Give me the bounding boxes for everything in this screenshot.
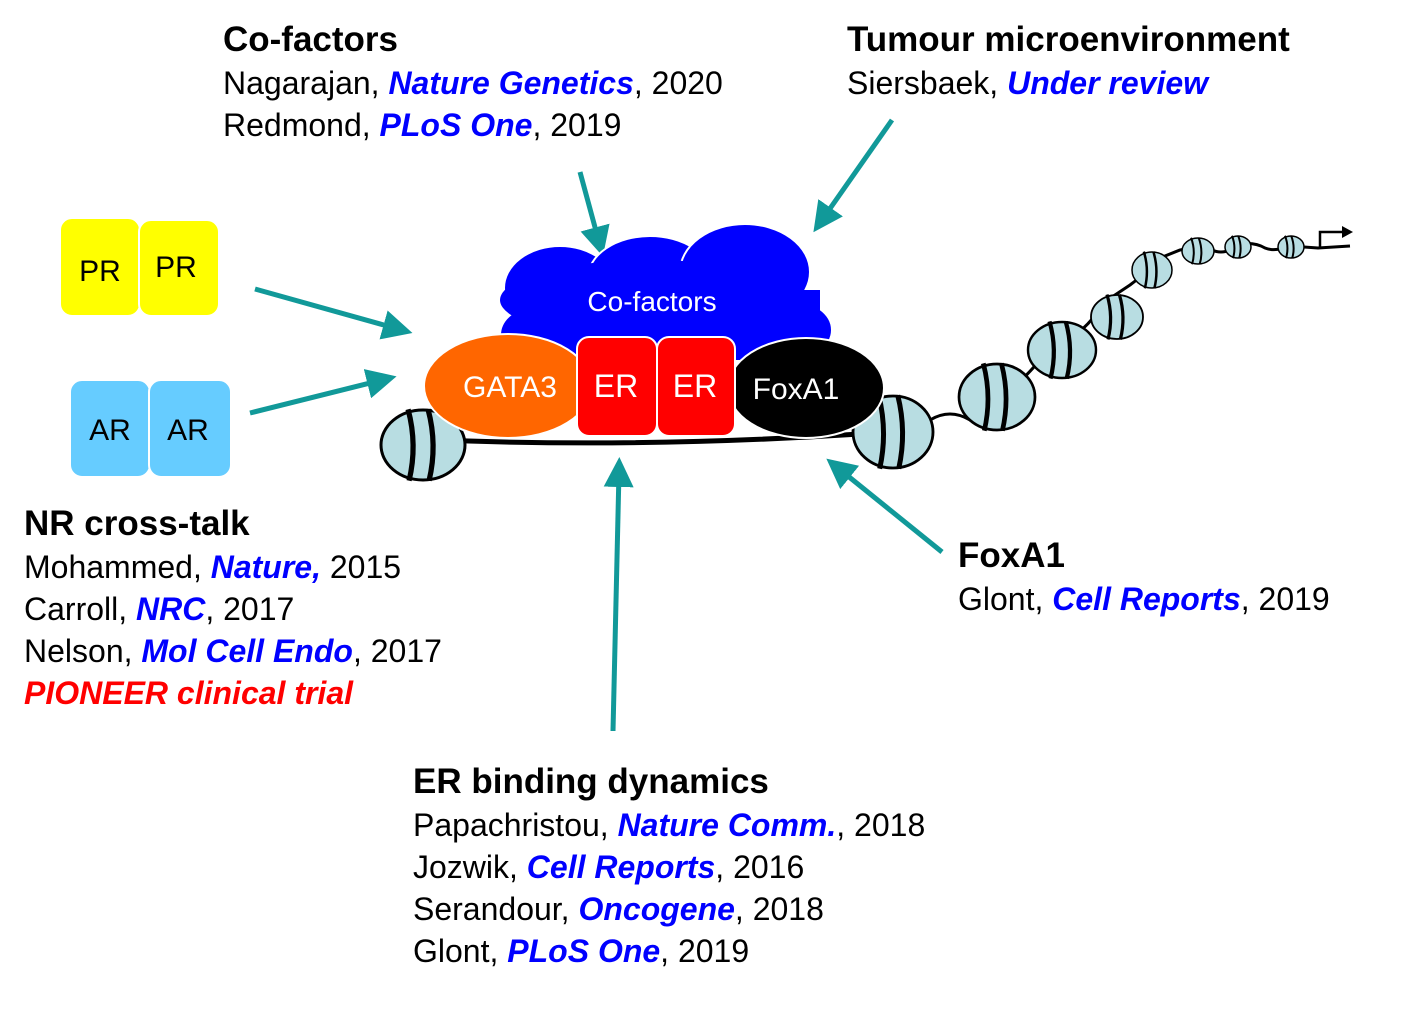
ref-author: Nagarajan, (223, 65, 389, 101)
er-monomer-2 (656, 336, 736, 437)
reference: Carroll, NRC, 2017 (24, 593, 442, 625)
ref-year: , 2019 (1240, 581, 1330, 617)
reference: Glont, PLoS One, 2019 (413, 935, 925, 967)
arrow-foxa1 (826, 458, 944, 554)
section-nr-crosstalk: NR cross-talk Mohammed, Nature, 2015 Car… (24, 506, 442, 709)
ar-label-2: AR (167, 414, 209, 447)
ref-year: , 2017 (352, 633, 442, 669)
ref-year: 2015 (320, 549, 402, 585)
nucleosome-icon (957, 362, 1037, 432)
ref-author: Glont, (958, 581, 1053, 617)
ref-year: , 2020 (633, 65, 723, 101)
reference: Mohammed, Nature, 2015 (24, 551, 442, 583)
reference: Nelson, Mol Cell Endo, 2017 (24, 635, 442, 667)
arrow-er-binding (603, 457, 634, 732)
ref-year: , 2019 (532, 107, 622, 143)
ar-dimer: AR AR (69, 379, 232, 478)
er-dimer: ER ER (576, 336, 736, 437)
nucleosome-icon (1181, 237, 1215, 265)
ref-year: , 2018 (734, 891, 824, 927)
er-label-2: ER (673, 368, 717, 404)
reference: Glont, Cell Reports, 2019 (958, 583, 1330, 615)
foxa1-label: FoxA1 (753, 373, 840, 406)
ref-year: , 2016 (715, 849, 805, 885)
reference: Papachristou, Nature Comm., 2018 (413, 809, 925, 841)
gata3-protein: GATA3 (423, 333, 593, 439)
arrow-ar (249, 369, 397, 416)
nucleosome-icon (1224, 235, 1252, 259)
arrow-tumour (813, 118, 895, 233)
ar-label-1: AR (89, 414, 131, 447)
pr-label-2: PR (155, 251, 197, 284)
section-title: Tumour microenvironment (847, 20, 1290, 59)
ref-journal: Nature Comm. (617, 807, 837, 843)
section-title: NR cross-talk (24, 504, 250, 543)
arrow-cofactors (577, 171, 610, 257)
arrow-pr (254, 286, 413, 340)
ref-journal: Oncogene (578, 891, 735, 927)
nucleosomes (379, 235, 1305, 482)
nucleosome-icon (1131, 251, 1173, 289)
reference: Redmond, PLoS One, 2019 (223, 109, 723, 141)
section-title: ER binding dynamics (413, 762, 769, 801)
pr-monomer-2 (138, 219, 220, 317)
pr-dimer: PR PR (59, 217, 220, 317)
ref-journal: PLoS One (507, 933, 661, 969)
ref-journal: Cell Reports (526, 849, 716, 885)
cofactor-cloud-label: Co-factors (587, 286, 716, 317)
ref-year: , 2019 (660, 933, 750, 969)
gata3-label: GATA3 (463, 371, 557, 404)
ref-author: Papachristou, (413, 807, 618, 843)
section-tumour-microenvironment: Tumour microenvironment Siersbaek, Under… (847, 22, 1290, 109)
ref-author: Siersbaek, (847, 65, 1008, 101)
section-title: FoxA1 (958, 536, 1065, 575)
er-label-1: ER (594, 368, 638, 404)
ref-journal: PLoS One (379, 107, 533, 143)
foxa1-protein: FoxA1 (727, 337, 885, 439)
tss-arrow-icon (1318, 230, 1345, 248)
ref-author: Nelson, (24, 633, 142, 669)
ref-journal: Mol Cell Endo (141, 633, 353, 669)
ref-author: Jozwik, (413, 849, 527, 885)
ref-journal: Under review (1007, 65, 1209, 101)
nucleosome-icon (379, 408, 467, 482)
ref-journal: Nature Genetics (388, 65, 634, 101)
pr-label-1: PR (79, 255, 121, 288)
ref-author: Carroll, (24, 591, 137, 627)
section-cofactors: Co-factors Nagarajan, Nature Genetics, 2… (223, 22, 723, 151)
ref-author: Redmond, (223, 107, 380, 143)
reference: Jozwik, Cell Reports, 2016 (413, 851, 925, 883)
ref-journal: Nature, (210, 549, 321, 585)
ref-journal: Cell Reports (1052, 581, 1241, 617)
reference: Nagarajan, Nature Genetics, 2020 (223, 67, 723, 99)
section-er-binding-dynamics: ER binding dynamics Papachristou, Nature… (413, 764, 925, 977)
nucleosome-icon (1090, 294, 1144, 340)
nucleosome-icon (1026, 320, 1098, 380)
section-foxa1: FoxA1 Glont, Cell Reports, 2019 (958, 538, 1330, 625)
section-title: Co-factors (223, 20, 399, 59)
ar-monomer-2 (148, 379, 232, 478)
reference: Siersbaek, Under review (847, 67, 1290, 99)
ref-year: , 2017 (205, 591, 295, 627)
tss-arrowhead-icon (1342, 226, 1353, 238)
nucleosome-icon (1277, 235, 1305, 259)
ref-author: Serandour, (413, 891, 579, 927)
reference: Serandour, Oncogene, 2018 (413, 893, 925, 925)
ref-year: , 2018 (836, 807, 926, 843)
clinical-trial-label: PIONEER clinical trial (24, 675, 353, 711)
arrows (249, 118, 944, 732)
ref-journal: NRC (136, 591, 206, 627)
ref-author: Mohammed, (24, 549, 211, 585)
ref-author: Glont, (413, 933, 508, 969)
